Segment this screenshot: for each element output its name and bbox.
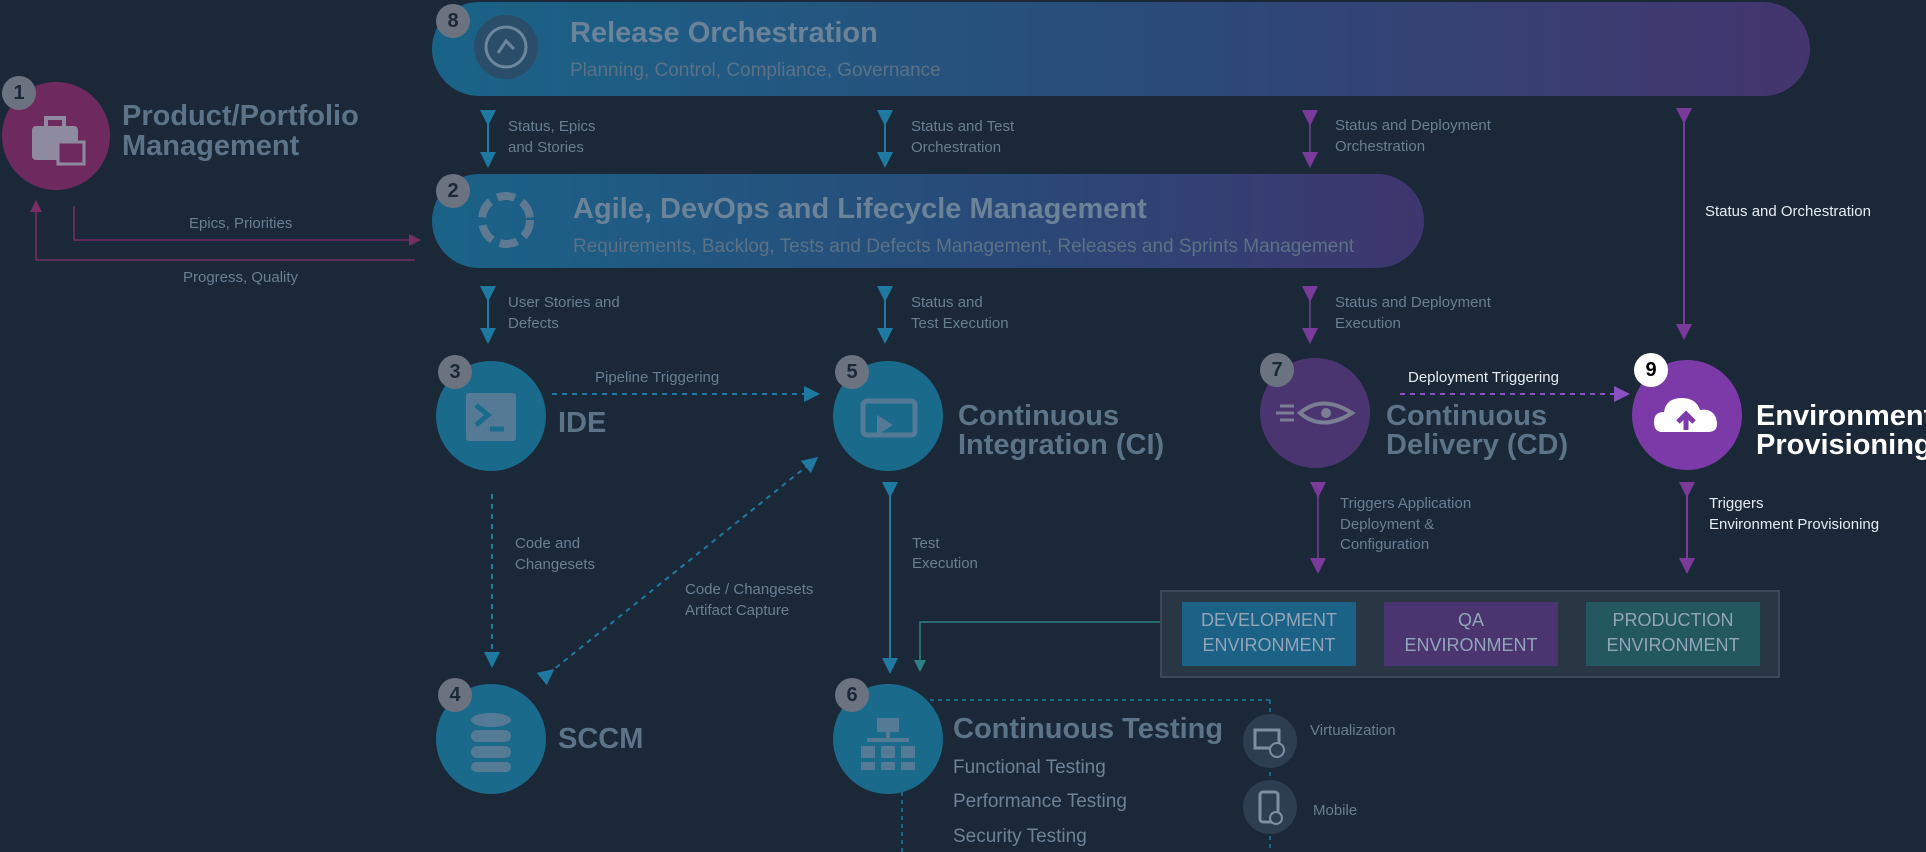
release-cycle-icon [474, 15, 538, 79]
cd-title-line1: Continuous [1386, 400, 1548, 432]
user-stories-label-2: Defects [508, 315, 559, 332]
security-testing-item: Security Testing [953, 826, 1087, 847]
triggers-app-label-2: Deployment & [1340, 516, 1435, 533]
product-portfolio-title-line2: Management [122, 130, 300, 162]
test-execution-label-1: Test [912, 535, 940, 552]
test-execution-label-2: Execution [912, 555, 978, 572]
badge-4: 4 [438, 678, 472, 712]
env-title-line2: Provisioning [1756, 429, 1926, 461]
status-epics-label-2: and Stories [508, 139, 584, 156]
epics-link [73, 206, 421, 246]
status-test-exec-label-1: Status and [911, 294, 983, 311]
env-title-line1: Environment [1756, 400, 1926, 432]
badge-9: 9 [1634, 353, 1668, 387]
release-orchestration-subtitle: Planning, Control, Compliance, Governanc… [570, 60, 941, 81]
badge-1: 1 [2, 76, 36, 110]
mobile-label: Mobile [1313, 802, 1358, 819]
progress-quality-label: Progress, Quality [183, 269, 299, 286]
database-icon [471, 713, 511, 772]
briefcase-icon [32, 116, 86, 166]
status-deploy-orch-label-1: Status and Deployment [1335, 117, 1491, 134]
triggers-app-label-1: Triggers Application [1340, 495, 1472, 512]
ide-title: IDE [558, 407, 607, 439]
status-deploy-exec-label-1: Status and Deployment [1335, 294, 1491, 311]
mobile-node[interactable] [1243, 780, 1297, 834]
badge-3: 3 [438, 355, 472, 389]
pipeline-triggering-label: Pipeline Triggering [595, 369, 720, 386]
triggers-env-label-2: Environment Provisioning [1709, 516, 1880, 533]
badge-2: 2 [436, 174, 470, 208]
cycle-ring-icon [474, 188, 538, 252]
progress-link [30, 200, 415, 261]
epics-priorities-label: Epics, Priorities [189, 215, 293, 232]
status-deploy-orch-label-2: Orchestration [1335, 138, 1426, 155]
virtualization-label: Virtualization [1310, 722, 1396, 739]
status-test-orch-label-1: Status and Test [911, 118, 1015, 135]
agile-lifecycle-subtitle: Requirements, Backlog, Tests and Defects… [573, 236, 1355, 257]
agile-lifecycle-title: Agile, DevOps and Lifecycle Management [573, 193, 1147, 225]
terminal-icon [466, 393, 516, 441]
status-test-orch-label-2: Orchestration [911, 139, 1002, 156]
ci-title-line1: Continuous [958, 400, 1120, 432]
qa-environment-box[interactable]: QA ENVIRONMENT [1384, 602, 1558, 666]
mobile-device-icon [1258, 790, 1283, 825]
ci-title-line2: Integration (CI) [958, 429, 1165, 461]
badge-8: 8 [436, 4, 470, 38]
performance-testing-item: Performance Testing [953, 791, 1127, 812]
badge-7: 7 [1260, 353, 1294, 387]
environment-provisioning-node[interactable] [1632, 360, 1742, 470]
triggers-app-label-3: Configuration [1340, 536, 1430, 553]
triggers-env-label-1: Triggers [1709, 495, 1764, 512]
deployment-triggering-label: Deployment Triggering [1408, 369, 1559, 386]
continuous-testing-title: Continuous Testing [953, 713, 1224, 745]
rocket-icon [1276, 401, 1356, 425]
virtualization-node[interactable] [1243, 714, 1297, 768]
functional-testing-item: Functional Testing [953, 757, 1106, 778]
production-environment-box[interactable]: PRODUCTION ENVIRONMENT [1586, 602, 1760, 666]
development-environment-box[interactable]: DEVELOPMENT ENVIRONMENT [1182, 602, 1356, 666]
sccm-title: SCCM [558, 723, 644, 755]
status-deploy-exec-label-2: Execution [1335, 315, 1401, 332]
status-test-exec-label-2: Test Execution [911, 315, 1009, 332]
sitemap-icon [861, 718, 915, 770]
release-orchestration-banner[interactable] [432, 2, 1810, 96]
agile-lifecycle-banner[interactable] [432, 174, 1424, 268]
cloud-upload-icon [1654, 398, 1717, 432]
artifact-capture-label-2: Artifact Capture [685, 602, 790, 619]
cd-title-line2: Delivery (CD) [1386, 429, 1569, 461]
status-orchestration-label: Status and Orchestration [1705, 203, 1871, 220]
status-epics-label-1: Status, Epics [508, 118, 596, 135]
product-portfolio-title-line1: Product/Portfolio [122, 100, 359, 132]
virtual-window-icon [1253, 728, 1285, 758]
artifact-capture-label-1: Code / Changesets [685, 581, 814, 598]
user-stories-label-1: User Stories and [508, 294, 620, 311]
badge-5: 5 [835, 355, 869, 389]
code-changesets-label-2: Changesets [515, 556, 596, 573]
badge-6: 6 [835, 678, 869, 712]
release-orchestration-title: Release Orchestration [570, 17, 878, 49]
code-changesets-label-1: Code and [515, 535, 581, 552]
monitor-play-icon [860, 398, 918, 438]
